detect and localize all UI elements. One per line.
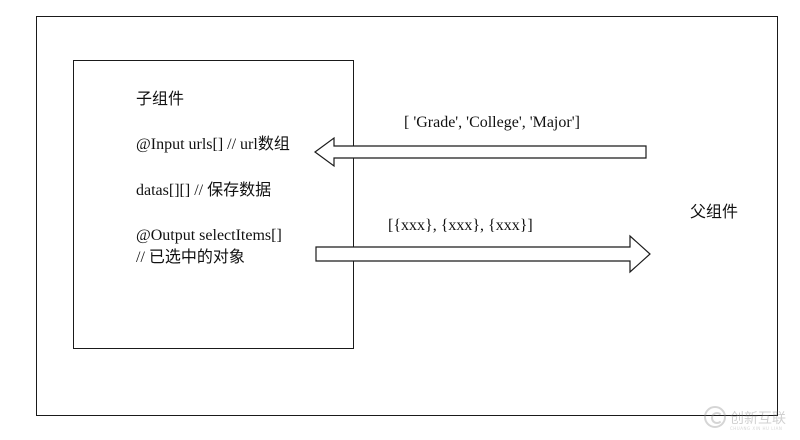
to-parent-arrow-label: [{xxx}, {xxx}, {xxx}] (388, 217, 533, 234)
input-urls-text: @Input urls[] // url (136, 136, 258, 153)
parent-component-box (36, 16, 778, 416)
input-urls-comment: 数组 (257, 134, 290, 153)
watermark-subtext: CHUANG XIN HU LIAN (730, 426, 783, 431)
arrow-to-child (313, 136, 647, 168)
watermark-logo: 创新互联 CHUANG XIN HU LIAN (700, 400, 800, 440)
watermark-icon (704, 406, 726, 428)
watermark-text: 创新互联 (730, 411, 786, 427)
output-comment-line: // 已选中的对象 (136, 247, 245, 268)
parent-component-label: 父组件 (690, 202, 739, 221)
output-select-items-line: @Output selectItems[] (136, 227, 282, 244)
datas-text: datas[][] // (136, 182, 208, 199)
child-component-label: 子组件 (136, 89, 185, 108)
child-component-box (73, 60, 354, 349)
output-comment-text: 已选中的对象 (148, 247, 245, 266)
output-comment-slashes: // (136, 249, 149, 266)
datas-comment: 保存数据 (207, 180, 272, 199)
datas-line: datas[][] // 保存数据 (136, 180, 271, 201)
to-child-arrow-label: [ 'Grade', 'College', 'Major'] (404, 114, 580, 131)
arrow-to-parent (315, 234, 651, 274)
input-urls-line: @Input urls[] // url数组 (136, 134, 290, 155)
